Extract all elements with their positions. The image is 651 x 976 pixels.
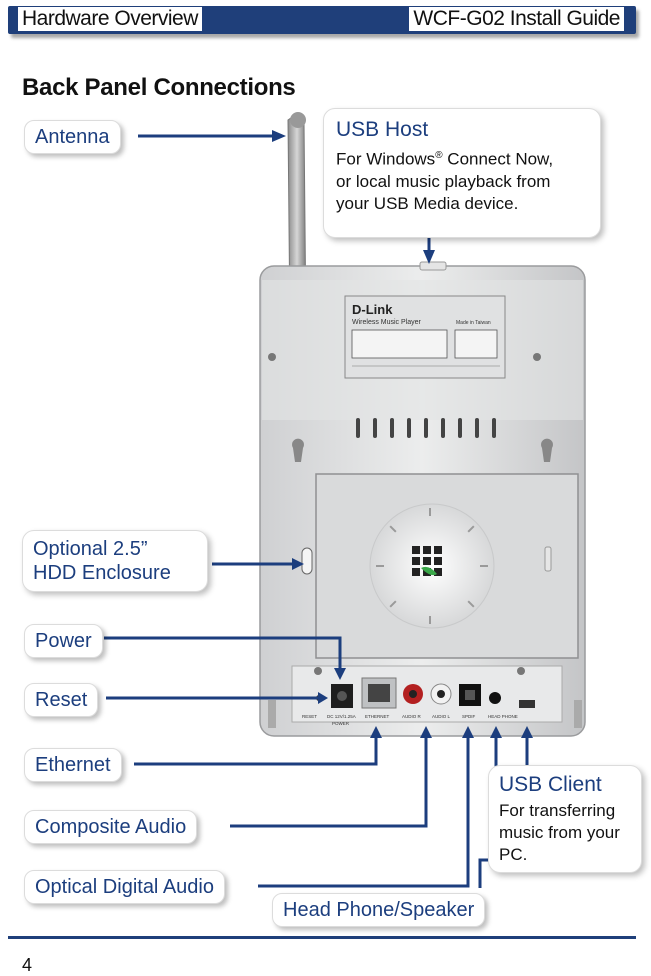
port-label-audio-l: AUDIO L: [432, 714, 451, 719]
footer-rule: [8, 936, 636, 939]
usb-host-description: For Windows® Connect Now,or local music …: [336, 149, 554, 213]
usb-host-title: USB Host: [336, 118, 429, 141]
device-brand: D-Link: [352, 302, 393, 317]
hdd-line-1: Optional 2.5”: [33, 538, 148, 560]
composite-audio-label: Composite Audio: [24, 810, 198, 844]
page-number: 4: [22, 955, 33, 975]
optical-audio-label: Optical Digital Audio: [24, 870, 225, 904]
port-label-headphone: HEAD PHONE: [488, 714, 518, 719]
usb-client-title: USB Client: [499, 773, 602, 796]
reset-label: Reset: [24, 683, 99, 717]
port-label-dc: DC 12V/1.25A: [327, 714, 356, 719]
device-origin: Made in Taiwan: [456, 320, 491, 326]
antenna-label: Antenna: [24, 120, 121, 154]
header-guide-title: WCF-G02 Install Guide: [409, 7, 624, 31]
power-label: Power: [24, 624, 103, 658]
port-label-spdif: SPDIF: [462, 714, 476, 719]
section-title: Back Panel Connections: [22, 74, 296, 101]
hdd-enclosure-callout: Optional 2.5” HDD Enclosure: [22, 530, 208, 592]
usb-host-callout: USB Host For Windows® Connect Now,or loc…: [323, 108, 601, 238]
port-label-ethernet: ETHERNET: [365, 714, 390, 719]
port-label-power: POWER: [332, 721, 350, 726]
vent-slots: [356, 418, 496, 438]
headphone-label: Head Phone/Speaker: [272, 893, 486, 927]
header-section-title: Hardware Overview: [18, 7, 202, 31]
port-label-reset: RESET: [302, 714, 317, 719]
page-header: Hardware Overview WCF-G02 Install Guide: [8, 6, 636, 34]
ethernet-label: Ethernet: [24, 748, 122, 782]
port-label-audio-r: AUDIO R: [402, 714, 422, 719]
hdd-line-2: HDD Enclosure: [33, 562, 171, 584]
device-model: Wireless Music Player: [352, 319, 422, 326]
